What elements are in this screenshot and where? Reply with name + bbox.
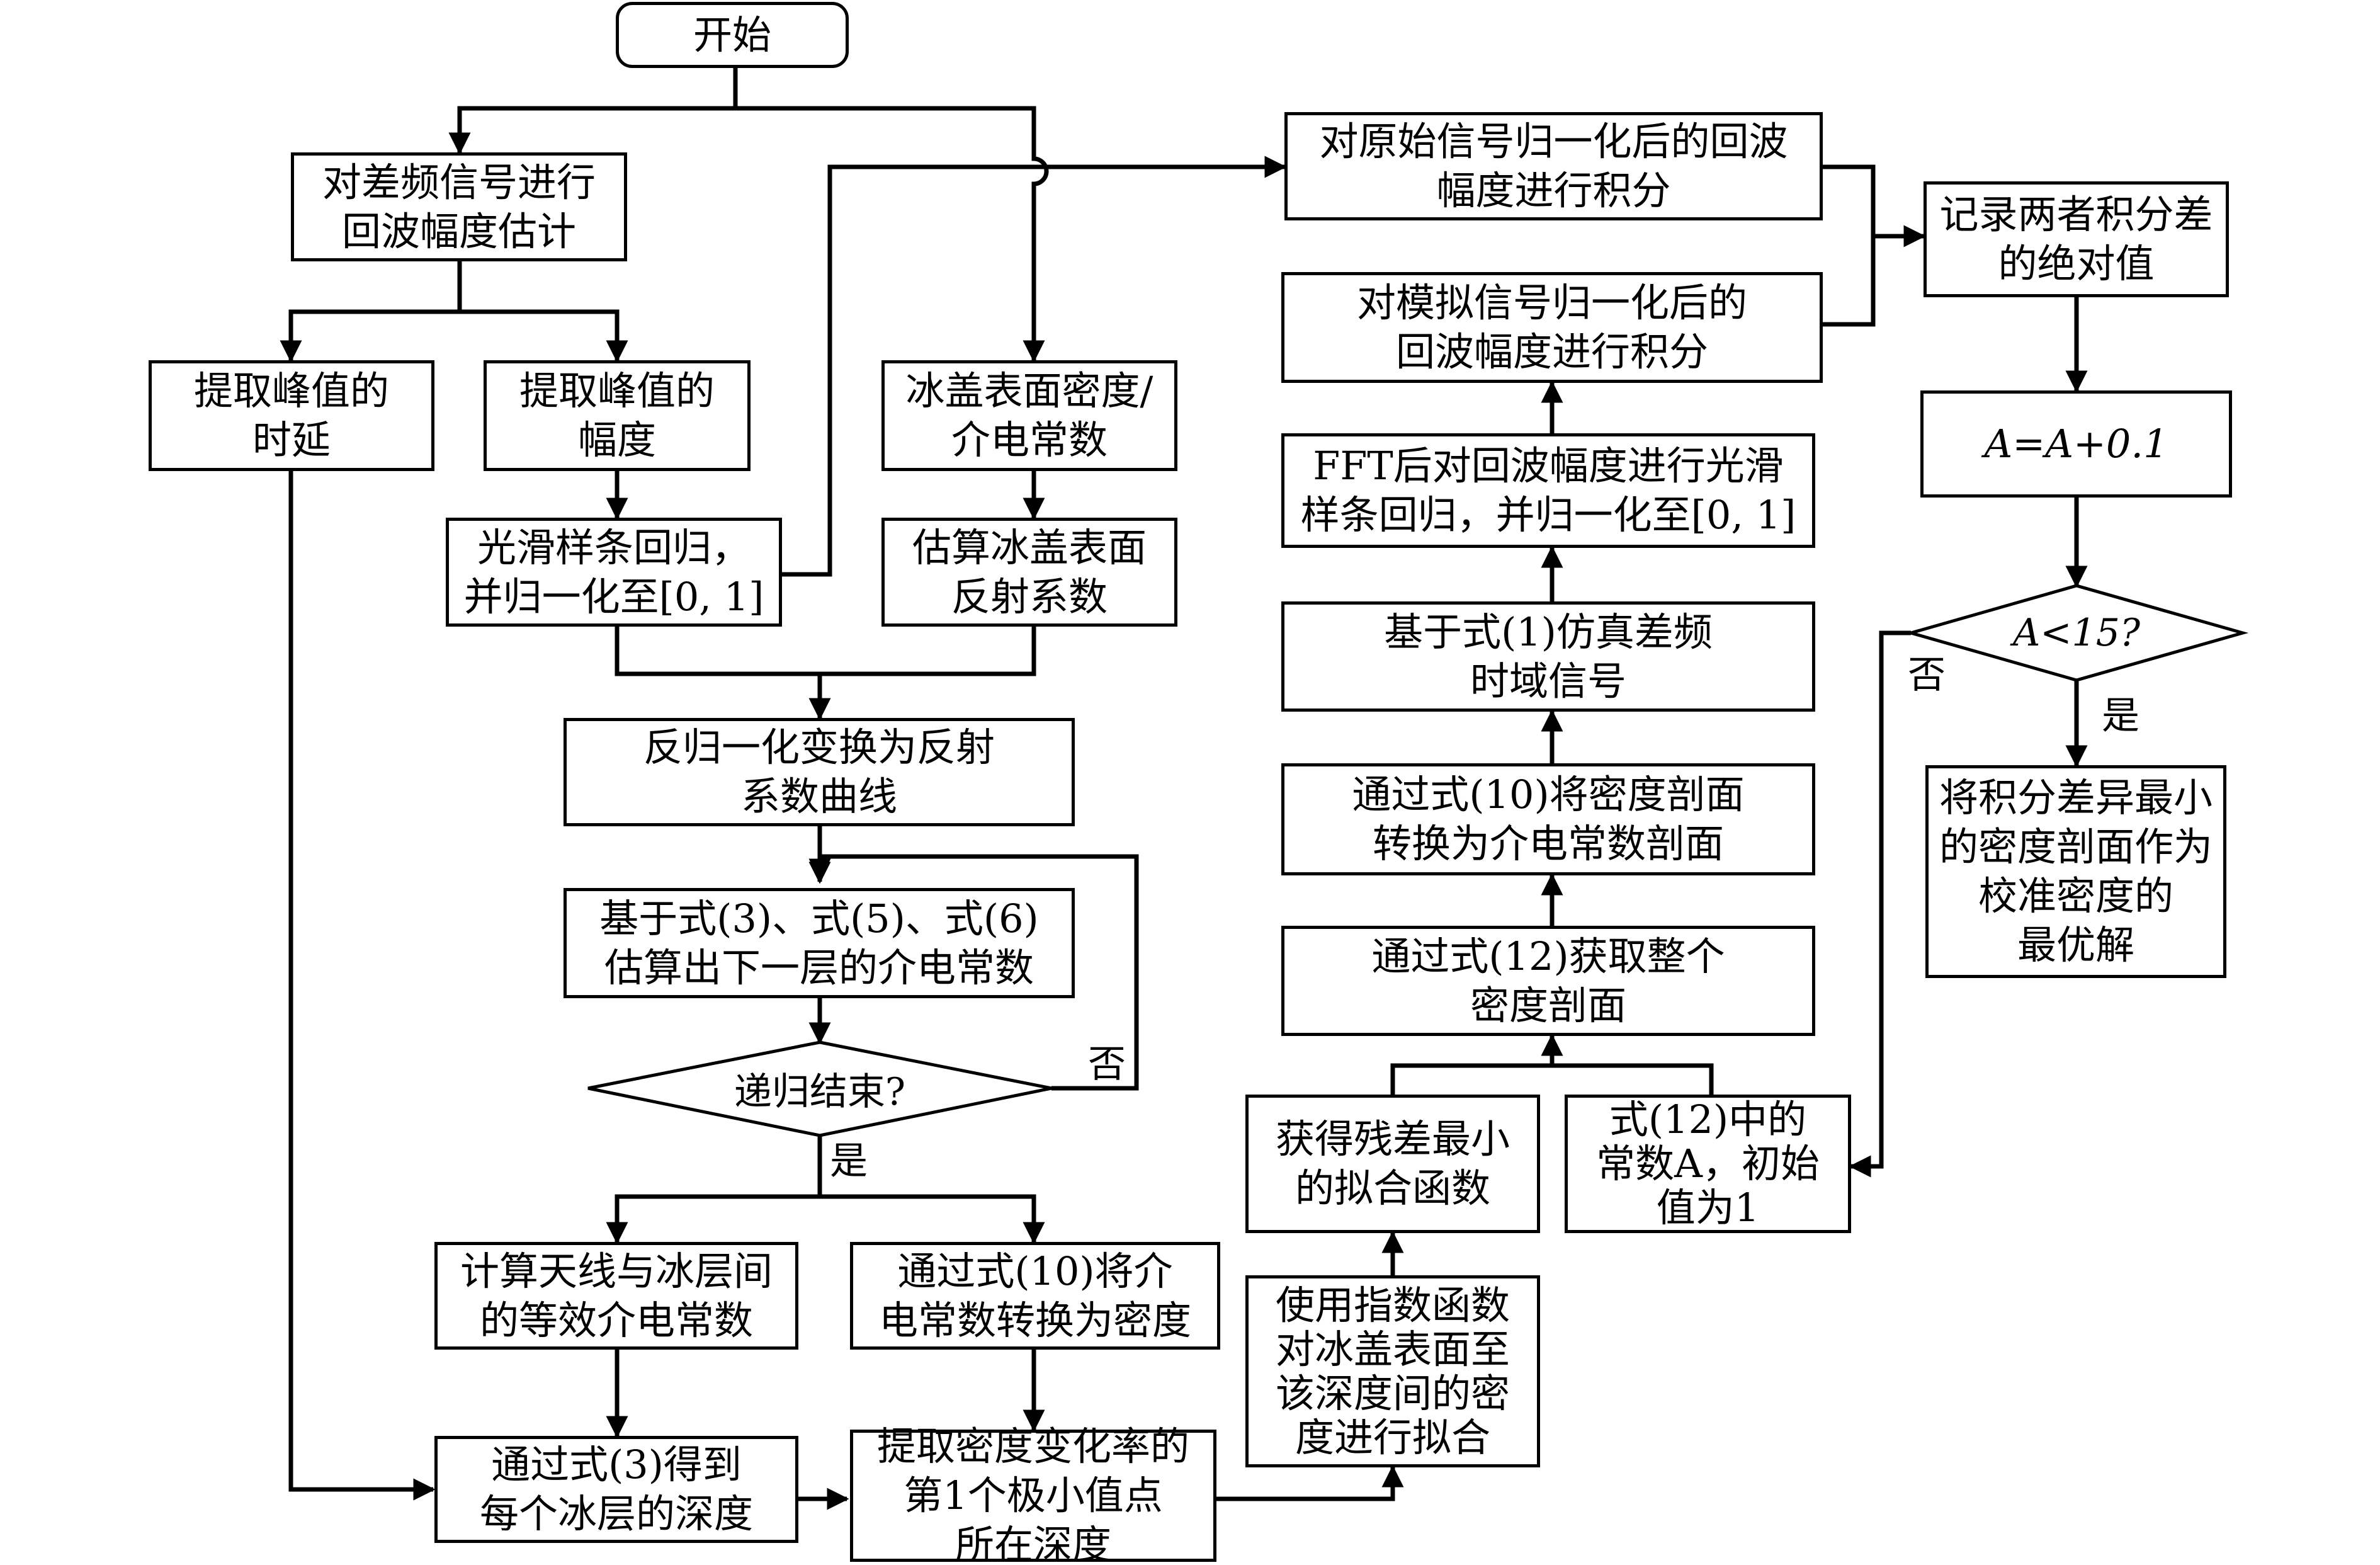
- arrow-recursion-yes-split: [606, 1135, 822, 1244]
- surface-reflect-box: 估算冰盖表面 反射系数: [881, 518, 1177, 627]
- density-to-perm-box: 通过式(10)将密度剖面 转换为介电常数剖面: [1281, 763, 1815, 875]
- simulate-signal-box: 基于式(1)仿真差频 时域信号: [1281, 601, 1815, 712]
- a-check-text: A<15?: [2012, 611, 2141, 655]
- arrow-min-rate-to-exp-fit: [1216, 1465, 1404, 1501]
- surface-density-box: 冰盖表面密度/ 介电常数: [881, 360, 1177, 471]
- recursion-yes-label: 是: [830, 1139, 868, 1183]
- denormalize-box: 反归一化变换为反射 系数曲线: [564, 718, 1075, 826]
- arrow-spline-to-integrate-orig: [782, 156, 1287, 577]
- exp-fit-box: 使用指数函数 对冰盖表面至 该深度间的密 度进行拟合: [1245, 1275, 1540, 1467]
- layer-depth-box: 通过式(3)得到 每个冰层的深度: [434, 1436, 798, 1543]
- arrow-merge-to-denorm: [615, 627, 1036, 718]
- best-solution-box: 将积分差异最小 的密度剖面作为 校准密度的 最优解: [1925, 765, 2226, 978]
- arrow-start-to-amp-estimate: [448, 68, 738, 155]
- a-check-no-label: 否: [1908, 653, 1946, 697]
- const-a-box: 式(12)中的 常数A，初始 值为1: [1565, 1095, 1851, 1233]
- decision-diamond-recursion: [587, 1040, 1052, 1137]
- perm-to-density-box: 通过式(10)将介 电常数转换为密度: [850, 1242, 1220, 1350]
- peak-amp-box: 提取峰值的 幅度: [484, 360, 751, 471]
- estimate-next-layer-box: 基于式(3)、式(5)、式(6) 估算出下一层的介电常数: [564, 888, 1075, 998]
- arrow-yes-to-perm-density: [820, 1194, 1045, 1244]
- arrow-recursion-no-loop: [808, 854, 1139, 1091]
- a-check-yes-label: 是: [2102, 694, 2139, 738]
- min-residual-box: 获得残差最小 的拟合函数: [1245, 1095, 1540, 1233]
- arrow-delay-to-depth: [288, 471, 436, 1501]
- arrow-amp-to-peak-amp: [460, 309, 628, 363]
- amp-estimate-box: 对差频信号进行 回波幅度估计: [291, 152, 627, 261]
- recursion-no-label: 否: [1088, 1042, 1126, 1086]
- arrow-check-no-to-const: [1849, 630, 1911, 1178]
- arrow-integrals-to-record: [1823, 164, 1924, 327]
- integrate-sim-box: 对模拟信号归一化后的 回波幅度进行积分: [1281, 272, 1823, 383]
- equiv-permittivity-box: 计算天线与冰层间 的等效介电常数: [434, 1242, 798, 1350]
- fft-spline-box: FFT后对回波幅度进行光滑 样条回归，并归一化至[0, 1]: [1281, 433, 1815, 548]
- start-terminal: 开始: [616, 2, 849, 68]
- peak-delay-box: 提取峰值的 时延: [149, 360, 434, 471]
- a-update-box: A=A+0.1: [1920, 390, 2232, 498]
- spline-normalize-box: 光滑样条回归， 并归一化至[0, 1]: [446, 518, 782, 627]
- recursion-end-text: 递归结束?: [734, 1069, 906, 1114]
- decision-diamond-a-check: [1905, 584, 2249, 682]
- arrow-merge-to-profile: [1390, 1036, 1714, 1095]
- integrate-orig-box: 对原始信号归一化后的回波 幅度进行积分: [1284, 112, 1823, 220]
- min-rate-depth-box: 提取密度变化率的 第1个极小值点 所在深度: [850, 1423, 1216, 1565]
- arrow-start-to-surface-density: [735, 106, 1049, 363]
- full-profile-box: 通过式(12)获取整个 密度剖面: [1281, 926, 1815, 1036]
- arrow-amp-to-peaks: [280, 261, 462, 363]
- record-diff-box: 记录两者积分差 的绝对值: [1924, 181, 2229, 297]
